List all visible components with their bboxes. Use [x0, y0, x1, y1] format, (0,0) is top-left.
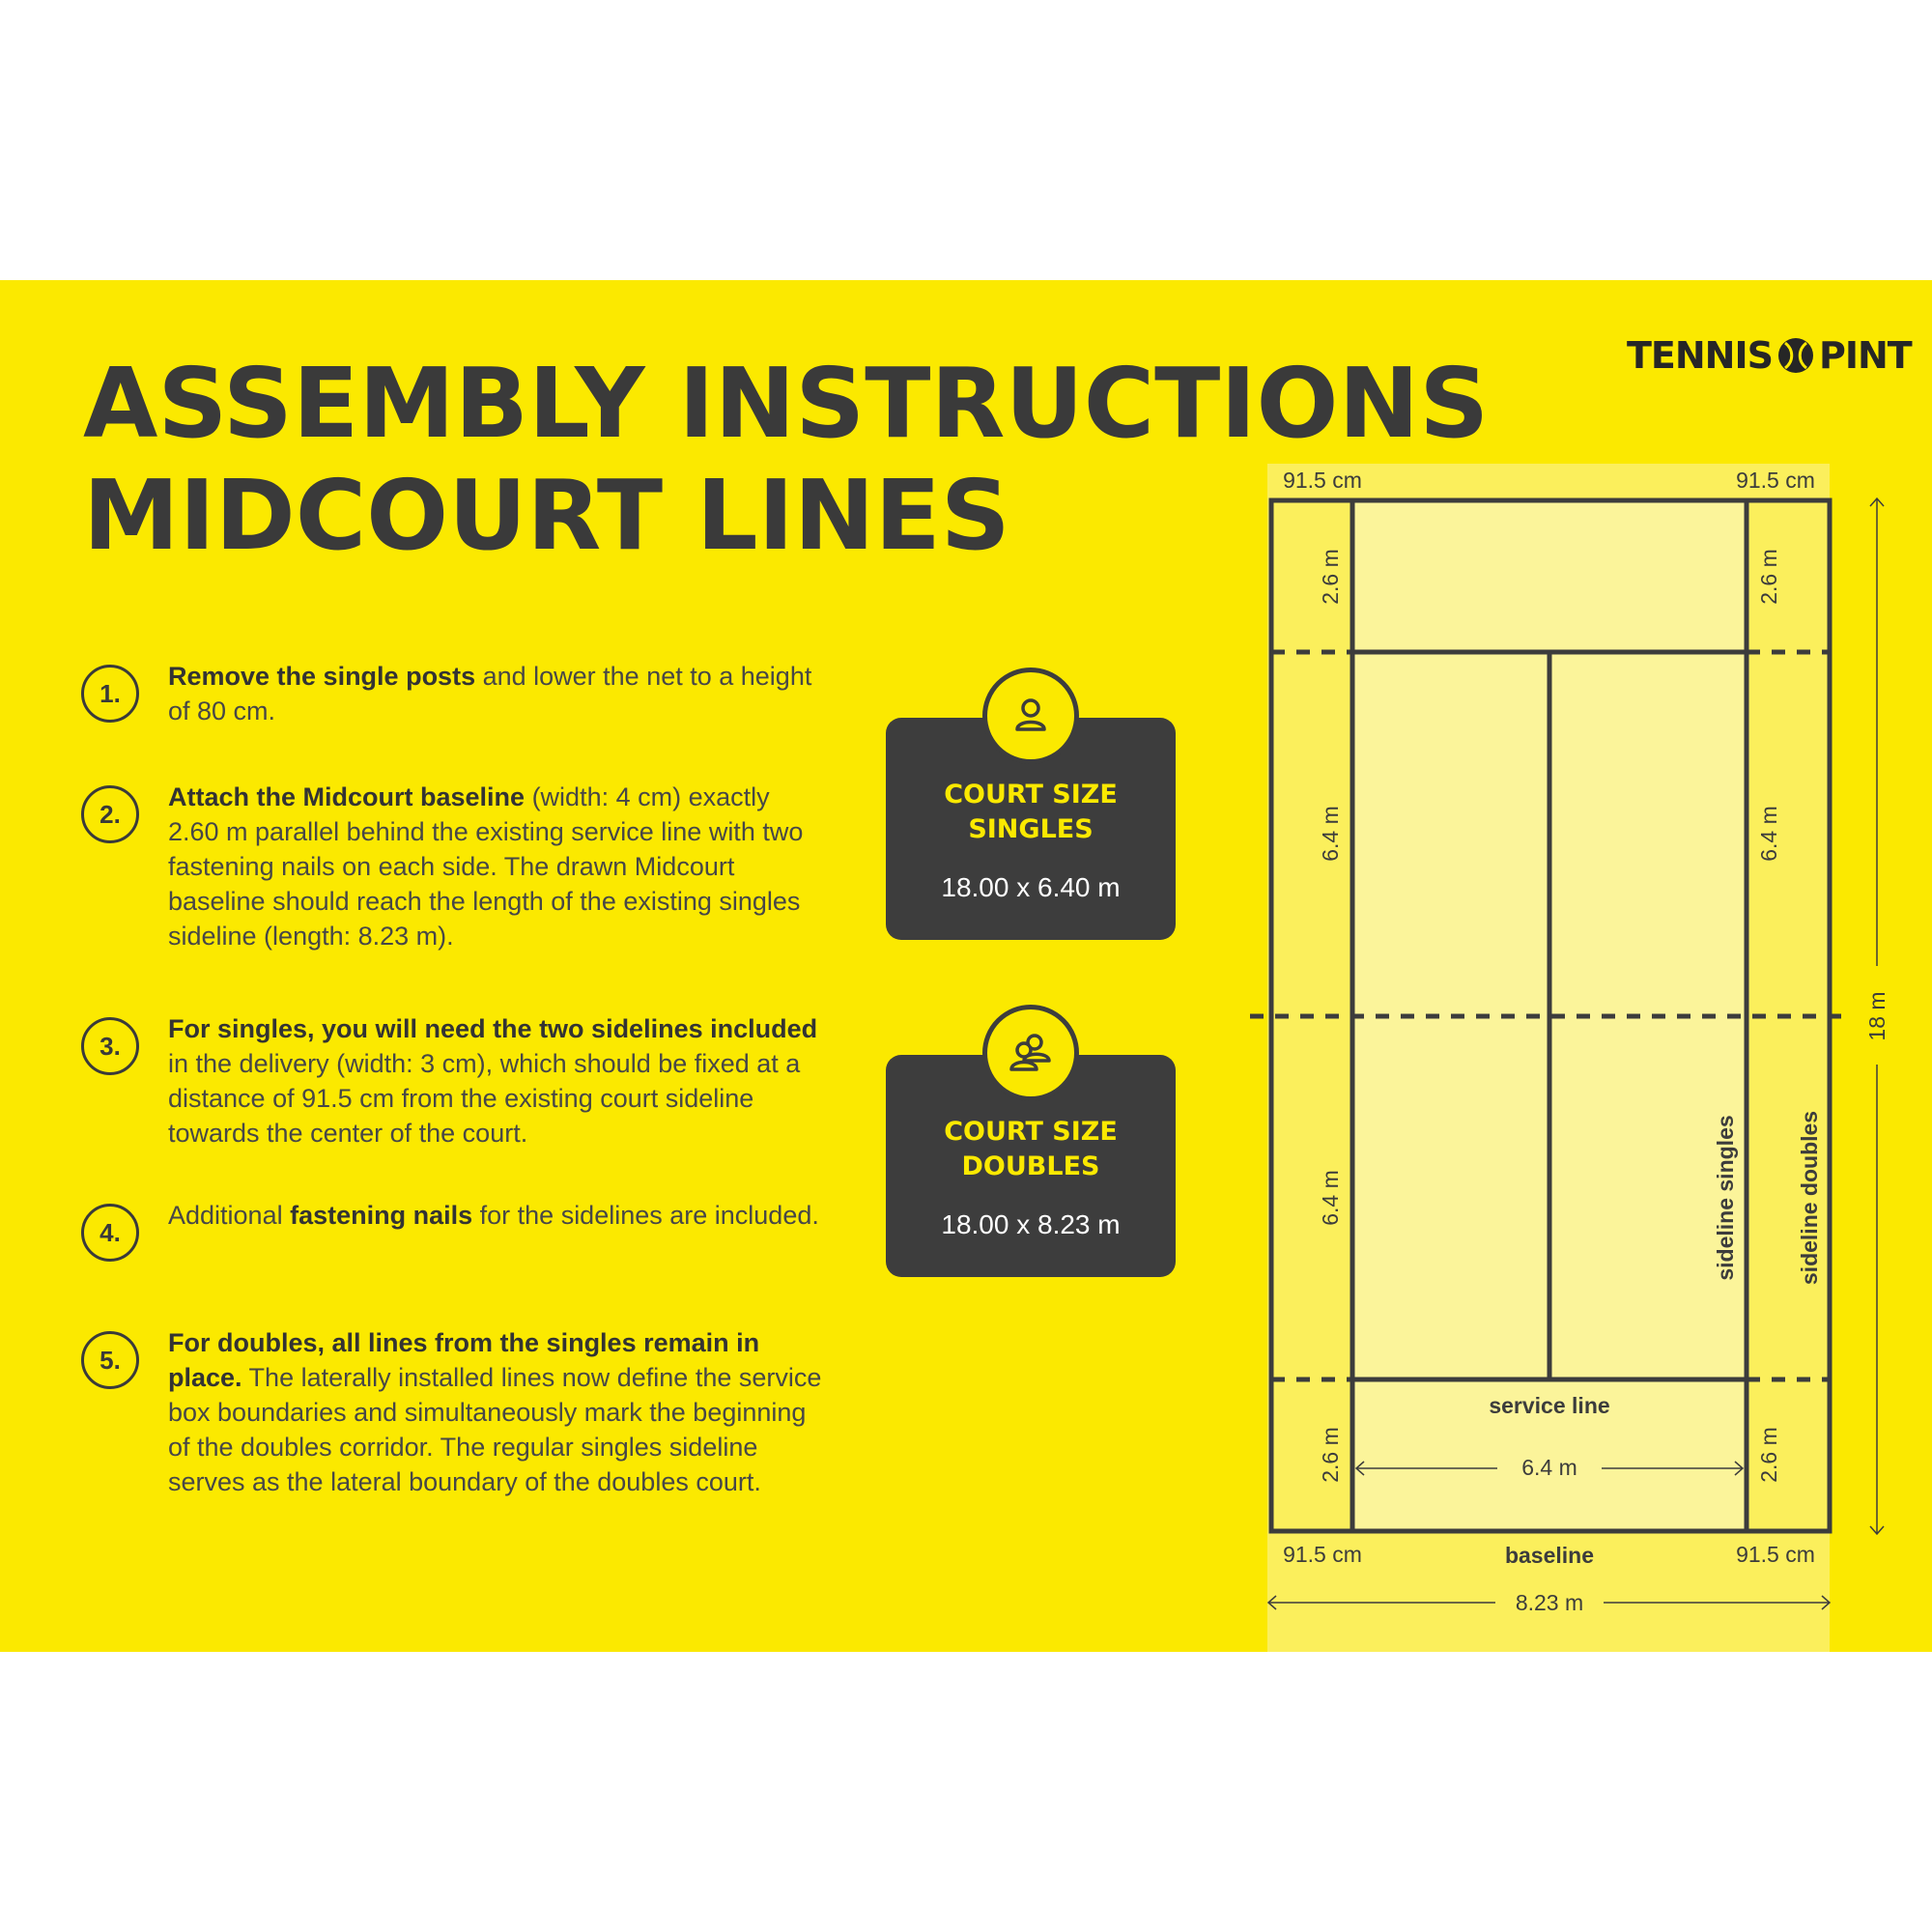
step-body: (width: 4 cm) exactly 2.60 m parallel be…	[168, 782, 804, 951]
label-sideline-singles: sideline singles	[1713, 1115, 1738, 1280]
label-seg-mid2-left: 6.4 m	[1318, 1170, 1343, 1226]
step-number: 5.	[81, 1331, 139, 1389]
group-icon	[982, 1005, 1079, 1101]
label-length-total: 18 m	[1864, 991, 1889, 1040]
step-text: Remove the single posts and lower the ne…	[168, 659, 825, 728]
step-number: 1.	[81, 665, 139, 723]
label-seg-top-right: 2.6 m	[1756, 549, 1781, 605]
label-top-right: 91.5 cm	[1736, 468, 1815, 493]
step-body: for the sidelines are included.	[472, 1201, 819, 1230]
logo-text-right: PINT	[1819, 334, 1913, 377]
person-icon	[982, 668, 1079, 764]
step-bold: Remove the single posts	[168, 662, 476, 691]
label-seg-mid1-left: 6.4 m	[1318, 806, 1343, 862]
step-text: For doubles, all lines from the singles …	[168, 1325, 825, 1499]
step-text: Attach the Midcourt baseline (width: 4 c…	[168, 780, 825, 953]
step-number: 3.	[81, 1017, 139, 1075]
label-top-left: 91.5 cm	[1283, 468, 1362, 493]
step-pre: Additional	[168, 1201, 291, 1230]
step-text: For singles, you will need the two sidel…	[168, 1011, 825, 1151]
label-width-total: 8.23 m	[1516, 1590, 1583, 1615]
label-service-line: service line	[1489, 1393, 1609, 1418]
logo-text-left: TENNIS	[1627, 334, 1774, 377]
step-body: The laterally installed lines now define…	[168, 1363, 822, 1496]
page-title: ASSEMBLY INSTRUCTIONS MIDCOURT LINES	[83, 348, 1489, 572]
label-inner-width: 6.4 m	[1521, 1455, 1577, 1480]
tennis-ball-icon	[1778, 338, 1813, 373]
card-title: COURT SIZE DOUBLES	[944, 1117, 1118, 1181]
card-title: COURT SIZE SINGLES	[944, 780, 1118, 844]
title-line-2: MIDCOURT LINES	[83, 459, 1010, 572]
label-baseline: baseline	[1505, 1543, 1594, 1568]
label-seg-bottom-right: 2.6 m	[1756, 1427, 1781, 1483]
step-text: Additional fastening nails for the sidel…	[168, 1198, 825, 1233]
step-body: and lower the net to a height of 80 cm.	[168, 662, 812, 725]
card-size: 18.00 x 8.23 m	[941, 1209, 1121, 1239]
step-bold: For doubles, all lines from the singles …	[168, 1328, 760, 1392]
tennis-point-logo: TENNIS PINT	[1627, 334, 1913, 377]
total-width-arrowheads	[1266, 1595, 1832, 1610]
card-singles: COURT SIZE SINGLES 18.00 x 6.40 m	[886, 668, 1176, 940]
label-seg-bottom-left: 2.6 m	[1318, 1427, 1343, 1483]
card-size: 18.00 x 6.40 m	[941, 872, 1121, 902]
step-bold: fastening nails	[290, 1201, 473, 1230]
label-bottom-left: 91.5 cm	[1283, 1542, 1362, 1567]
label-seg-mid1-right: 6.4 m	[1756, 806, 1781, 862]
inner-width-arrowheads	[1354, 1461, 1745, 1476]
length-arrowheads	[1869, 497, 1885, 1536]
step-bold: Attach the Midcourt baseline	[168, 782, 526, 811]
label-seg-top-left: 2.6 m	[1318, 549, 1343, 605]
label-sideline-doubles: sideline doubles	[1797, 1111, 1822, 1285]
step-number: 2.	[81, 785, 139, 843]
label-bottom-right: 91.5 cm	[1736, 1542, 1815, 1567]
card-doubles: COURT SIZE DOUBLES 18.00 x 8.23 m	[886, 1005, 1176, 1277]
step-bold: For singles, you will need the two sidel…	[168, 1014, 818, 1043]
step-body: in the delivery (width: 3 cm), which sho…	[168, 1049, 801, 1148]
step-number: 4.	[81, 1204, 139, 1262]
title-line-1: ASSEMBLY INSTRUCTIONS	[83, 347, 1490, 460]
